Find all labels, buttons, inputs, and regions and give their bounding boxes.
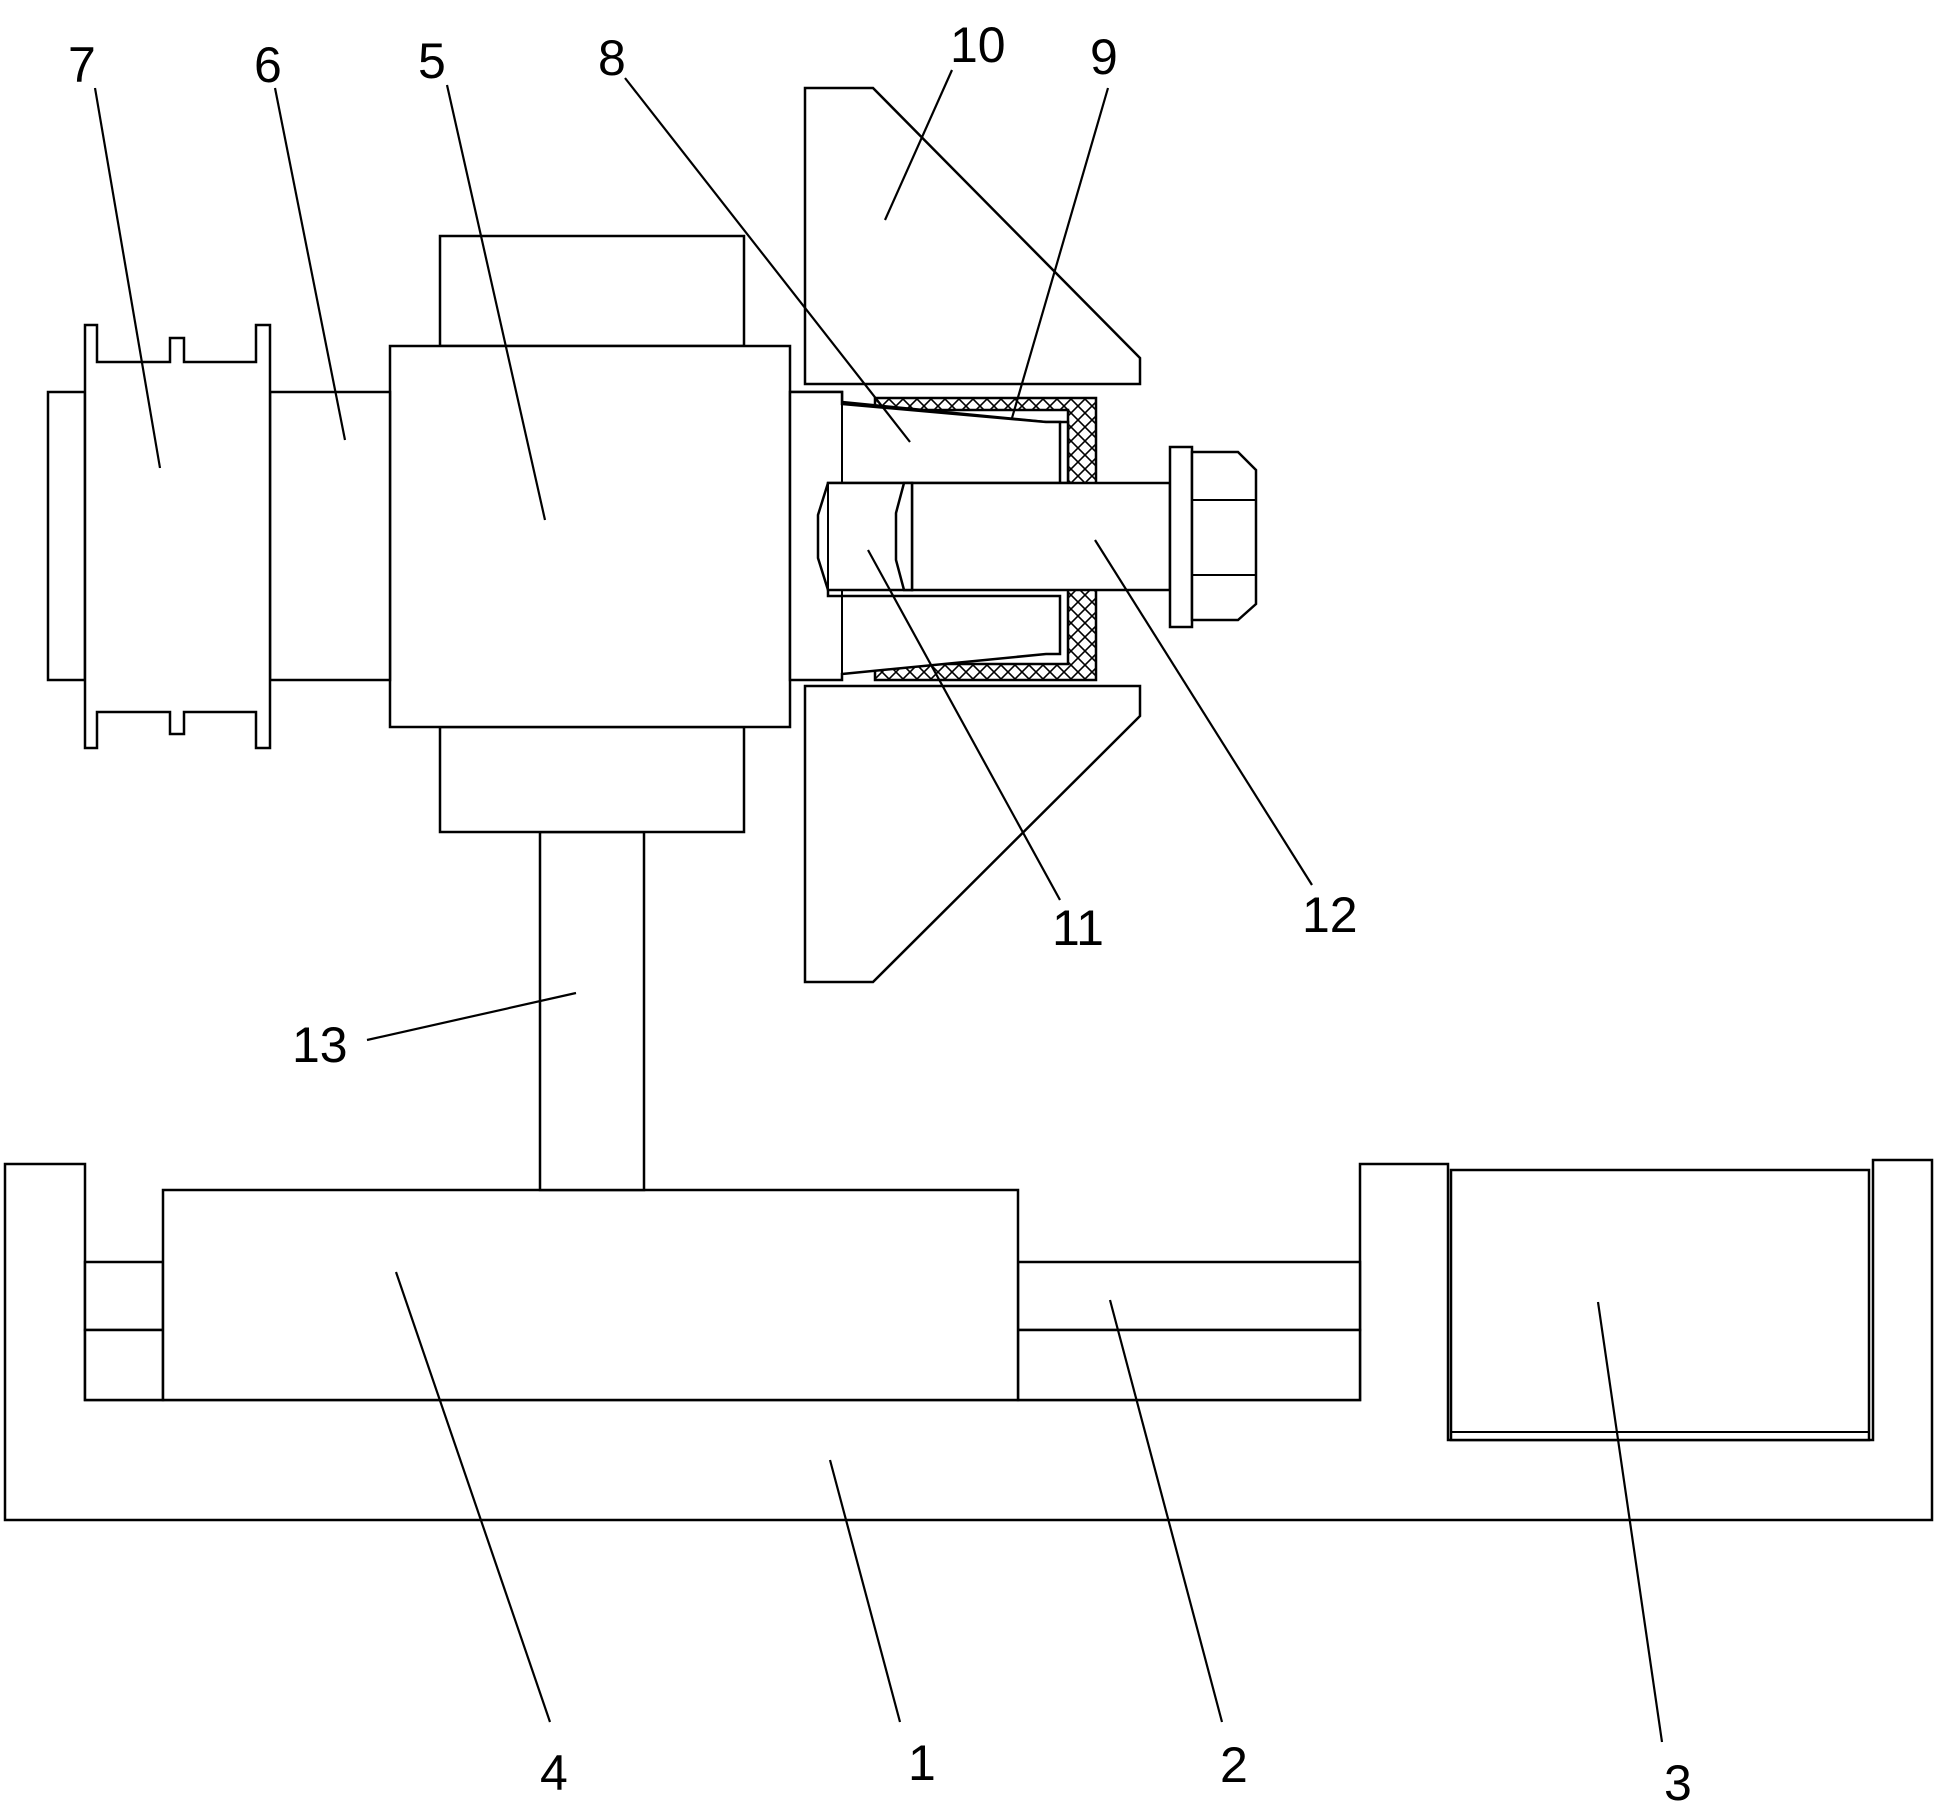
leader-11 bbox=[867, 549, 1061, 901]
part-labels: 7 6 5 8 10 9 11 12 13 4 1 2 3 bbox=[68, 17, 1692, 1806]
leader-13 bbox=[366, 991, 577, 1042]
leader-8 bbox=[624, 77, 911, 443]
motor-housing bbox=[388, 234, 792, 834]
label-1: 1 bbox=[908, 1735, 936, 1791]
leader-6 bbox=[273, 87, 347, 441]
pulley bbox=[46, 323, 272, 750]
leader-3 bbox=[1596, 1301, 1664, 1743]
label-2: 2 bbox=[1220, 1737, 1248, 1793]
label-5: 5 bbox=[418, 33, 446, 89]
leader-2 bbox=[1108, 1299, 1224, 1723]
label-4: 4 bbox=[540, 1745, 568, 1801]
drill-bit bbox=[816, 481, 914, 592]
collection-box bbox=[1449, 1168, 1871, 1442]
leader-4 bbox=[394, 1271, 552, 1723]
bolt bbox=[894, 445, 1258, 629]
leader-5 bbox=[445, 84, 547, 521]
label-3: 3 bbox=[1664, 1755, 1692, 1806]
leader-lines bbox=[93, 69, 1664, 1743]
label-6: 6 bbox=[254, 37, 282, 93]
chuck-sleeve bbox=[788, 390, 1070, 682]
leader-12 bbox=[1094, 539, 1313, 886]
label-11: 11 bbox=[1052, 900, 1104, 956]
clamp-jaw-lower bbox=[803, 684, 1142, 984]
label-12: 12 bbox=[1302, 887, 1358, 943]
label-9: 9 bbox=[1090, 29, 1118, 85]
leader-7 bbox=[93, 87, 162, 469]
label-8: 8 bbox=[598, 30, 626, 86]
leader-1 bbox=[828, 1459, 902, 1723]
support-column bbox=[538, 830, 646, 1192]
leader-9 bbox=[1010, 87, 1110, 419]
clamp-jaw-upper bbox=[803, 86, 1142, 386]
sliding-carriage bbox=[161, 1188, 1020, 1402]
leader-10 bbox=[883, 69, 954, 221]
label-13: 13 bbox=[292, 1017, 348, 1073]
label-10: 10 bbox=[950, 17, 1006, 73]
label-7: 7 bbox=[68, 37, 96, 93]
motor-shaft bbox=[268, 390, 392, 682]
